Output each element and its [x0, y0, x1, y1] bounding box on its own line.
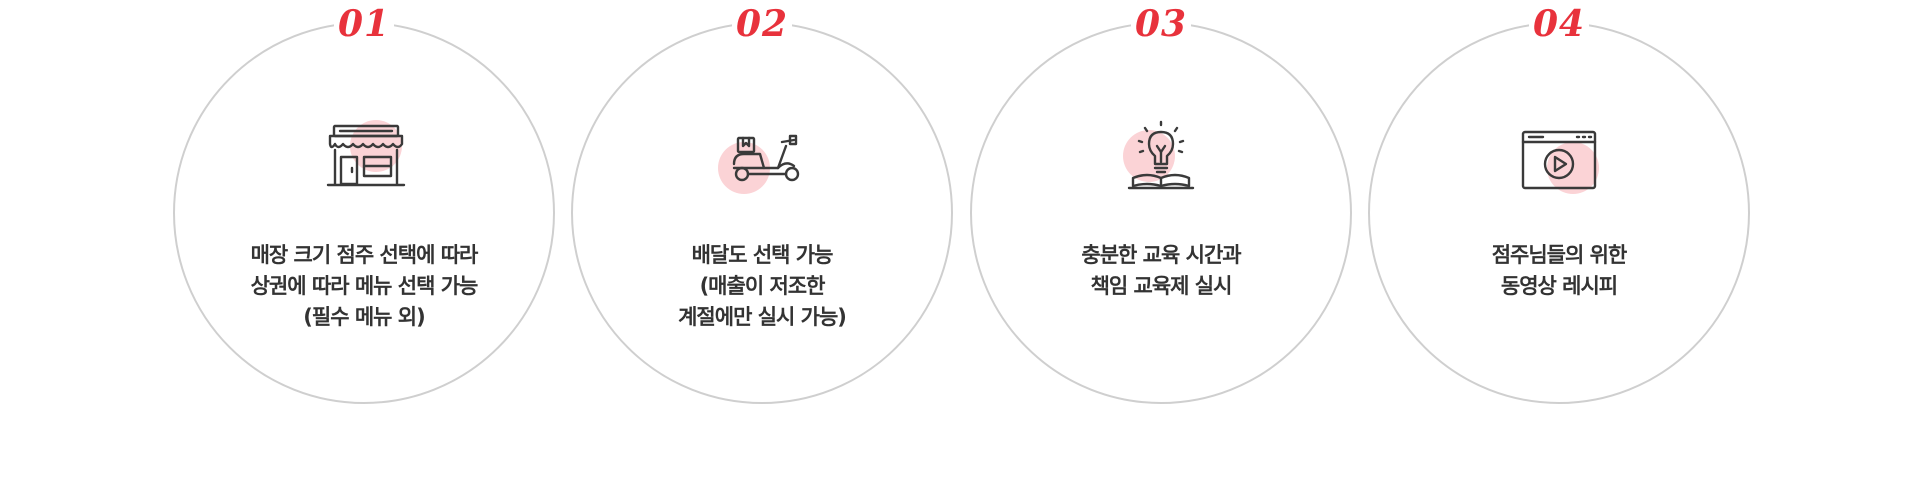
feature-circle	[571, 22, 953, 404]
feature-number: 03	[970, 3, 1352, 45]
lightbulb-book-icon	[1111, 106, 1211, 206]
feature-description: 배달도 선택 가능 (매출이 저조한 계절에만 실시 가능)	[678, 243, 847, 329]
feature-number: 01	[173, 3, 555, 45]
feature-circle	[173, 22, 555, 404]
feature-card-2: 02 배달도 선택 가능 (매출이 저조한	[571, 3, 953, 404]
feature-description: 충분한 교육 시간과 책임 교육제 실시	[1081, 243, 1241, 298]
feature-card-4: 04 점주님들의 위한 동영상 레시피	[1368, 3, 1750, 404]
feature-number: 02	[571, 3, 953, 45]
feature-circle	[970, 22, 1352, 404]
storefront-icon	[314, 106, 414, 206]
feature-number: 04	[1368, 3, 1750, 45]
feature-card-3: 03	[970, 3, 1352, 404]
video-player-icon	[1509, 106, 1609, 206]
feature-description: 점주님들의 위한 동영상 레시피	[1491, 243, 1628, 298]
feature-circle	[1368, 22, 1750, 404]
feature-card-1: 01 매장 크기 점주 선택에 따라 상권에	[173, 3, 555, 404]
delivery-scooter-icon	[712, 106, 812, 206]
feature-description: 매장 크기 점주 선택에 따라 상권에 따라 메뉴 선택 가능 (필수 메뉴 외…	[250, 243, 479, 329]
